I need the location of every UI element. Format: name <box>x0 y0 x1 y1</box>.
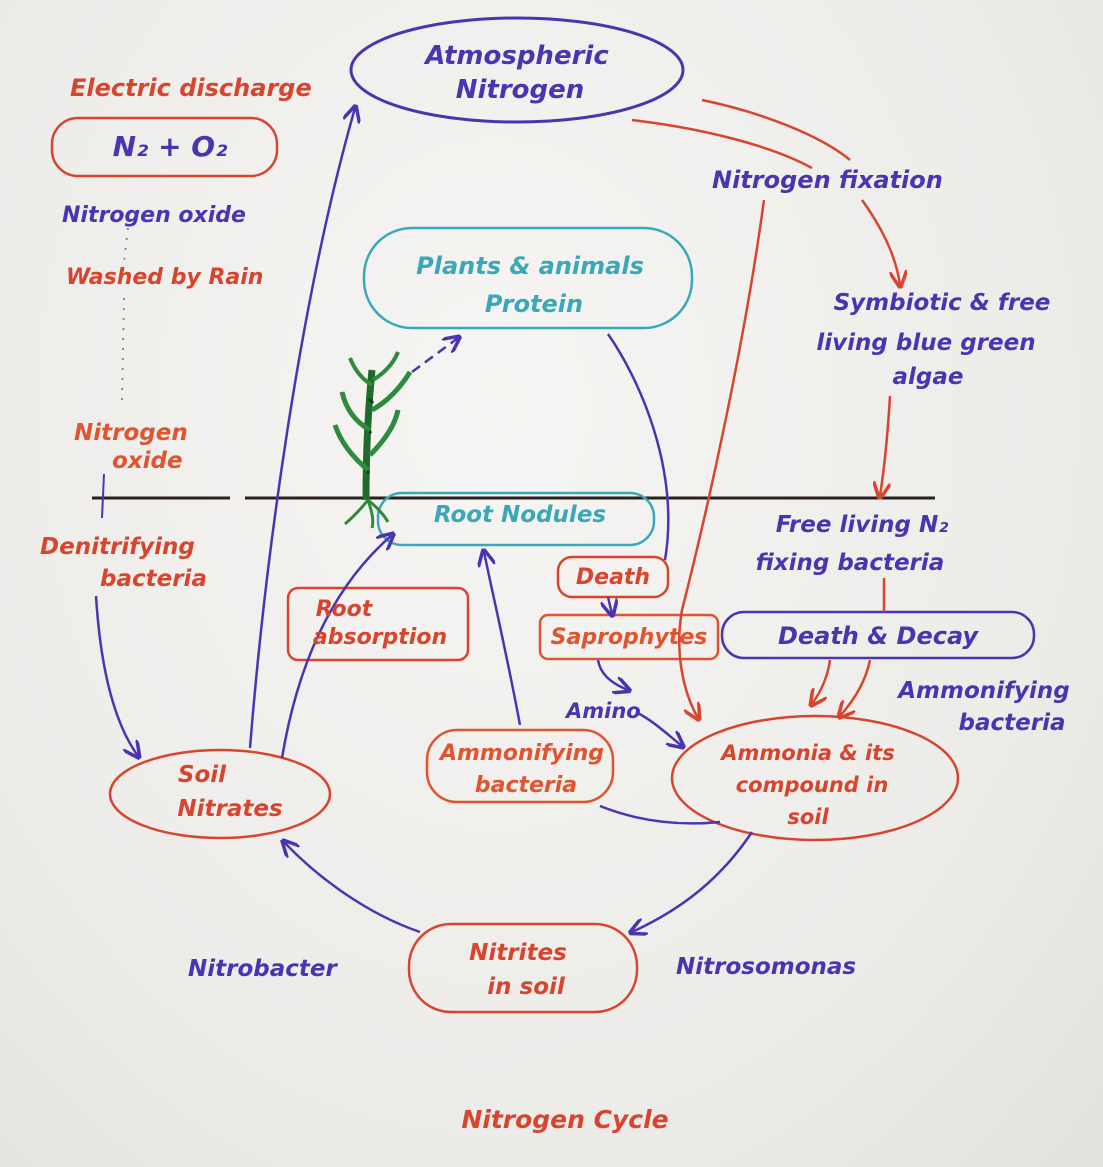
plants-animals-line1: Plants & animals <box>416 252 644 280</box>
nitrogen-fixation-label: Nitrogen fixation <box>712 166 943 194</box>
plants-animals-line2: Protein <box>485 290 583 318</box>
arrow-plant-to-protein <box>411 338 458 374</box>
arrow-fixation-to-ammonia <box>678 199 766 718</box>
death-box <box>556 555 670 599</box>
symbiotic-line3: algae <box>893 364 964 390</box>
atmospheric-nitrogen-line1: Atmospheric <box>423 41 609 71</box>
death-decay-label: Death & Decay <box>778 622 979 650</box>
arrow-death-decay-to-ammonia-1 <box>812 659 832 704</box>
line-nitrogen-oxide-to-ground <box>101 473 105 519</box>
symbiotic-line2: living blue green <box>816 330 1035 356</box>
sugarcane-plant-icon <box>332 351 413 529</box>
ammonia-compound-ellipse <box>670 714 960 842</box>
nitrites-soil-line1: Nitrites <box>469 940 567 966</box>
saprophytes-label: Saprophytes <box>551 625 708 650</box>
root-nodules-label: Root Nodules <box>434 502 606 528</box>
atmospheric-nitrogen-ellipse <box>349 16 685 124</box>
saprophytes-box <box>538 613 720 661</box>
root-nodules-box <box>376 491 656 547</box>
ammonifying-bacteria-label-line1: Ammonifying <box>896 678 1070 704</box>
electric-discharge-label: Electric discharge <box>70 74 312 102</box>
ammonifying-bacteria-box <box>425 728 615 804</box>
line-atmosphere-to-fixation-2 <box>701 98 851 161</box>
death-label: Death <box>576 565 650 590</box>
ammonifying-bacteria-box-line2: bacteria <box>475 773 577 798</box>
symbiotic-line1: Symbiotic & free <box>834 290 1051 316</box>
nitrogen-oxide-label-1: Nitrogen oxide <box>62 203 246 228</box>
nitrites-soil-line2: in soil <box>487 974 566 1000</box>
arrow-ammonia-to-nitrites <box>632 831 754 932</box>
ammonia-compound-line1: Ammonia & its <box>719 741 894 765</box>
ammonifying-bacteria-box-line1: Ammonifying <box>438 741 604 766</box>
arrow-fixation-to-symbiotic <box>860 199 900 285</box>
ammonia-compound-line2: compound in <box>736 773 889 797</box>
line-atmosphere-to-fixation-1 <box>631 118 813 170</box>
diagram-title: Nitrogen Cycle <box>461 1105 668 1134</box>
n2-o2-label: N₂ + O₂ <box>113 130 228 163</box>
root-absorption-line1: Root <box>316 597 374 622</box>
arrow-symbiotic-to-ground <box>880 395 892 496</box>
arrow-denitrifying-to-soil-nitrates <box>94 595 138 756</box>
nitrosomonas-label: Nitrosomonas <box>676 954 856 980</box>
n2-o2-box <box>50 116 279 178</box>
line-protein-to-death <box>606 333 670 561</box>
ammonifying-bacteria-label-line2: bacteria <box>959 710 1066 736</box>
soil-nitrates-ellipse <box>108 748 332 840</box>
arrow-death-decay-to-ammonia-2 <box>840 659 872 716</box>
arrow-amino-to-ammonia <box>635 710 682 746</box>
washed-by-rain-label: Washed by Rain <box>66 265 263 290</box>
arrow-ammonifying-to-root-nodules <box>484 552 522 726</box>
plants-animals-box <box>362 226 694 330</box>
nitrogen-oxide-label-2-line2: oxide <box>112 448 183 474</box>
soil-nitrates-line2: Nitrates <box>177 796 282 822</box>
arrow-soil-nitrates-to-atmosphere <box>248 108 355 749</box>
root-absorption-line2: absorption <box>313 625 447 650</box>
arrow-death-to-saprophytes <box>608 596 612 614</box>
amino-label: Amino <box>564 699 641 723</box>
arrow-root-absorption <box>280 535 392 759</box>
nitrobacter-label: Nitrobacter <box>188 956 338 982</box>
nitrogen-oxide-label-2-line1: Nitrogen <box>74 420 188 446</box>
arrow-nitrites-to-soil-nitrates <box>284 842 421 934</box>
line-ammonia-to-ammonifying <box>599 804 721 825</box>
ammonia-compound-line3: soil <box>787 805 829 829</box>
atmospheric-nitrogen-line2: Nitrogen <box>456 75 585 105</box>
root-absorption-box <box>286 586 470 662</box>
death-decay-box <box>720 610 1036 660</box>
dotted-line-nitrogen-oxide <box>121 227 129 401</box>
denitrifying-bacteria-line2: bacteria <box>100 566 207 592</box>
free-living-line2: fixing bacteria <box>756 550 945 576</box>
soil-nitrates-line1: Soil <box>178 762 227 788</box>
nitrites-soil-box <box>407 922 639 1014</box>
denitrifying-bacteria-line1: Denitrifying <box>40 534 195 560</box>
free-living-line1: Free living N₂ <box>776 512 949 538</box>
arrow-saprophytes-to-amino <box>596 659 628 690</box>
